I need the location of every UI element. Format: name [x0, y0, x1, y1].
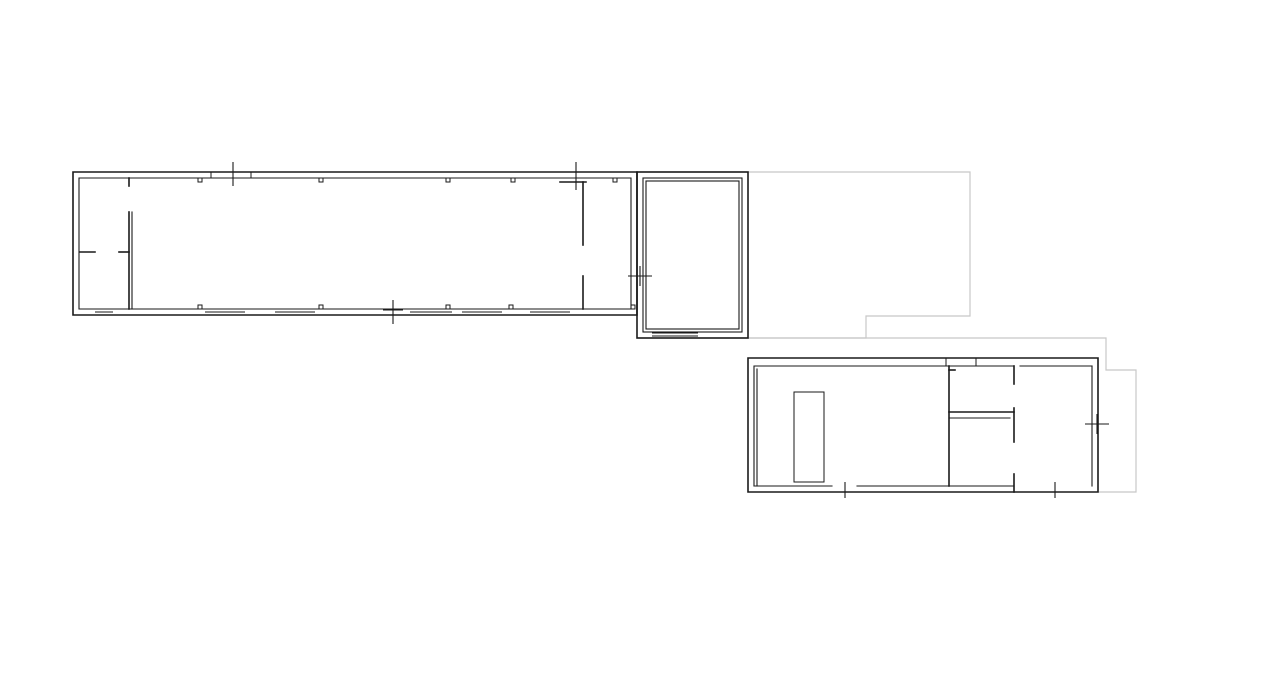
lower-building-outer-wall [747, 357, 1099, 493]
long-building [72, 162, 652, 324]
annex-inner-wall-2 [645, 180, 740, 330]
lower-building [747, 357, 1109, 498]
opening-markers [223, 162, 652, 324]
site-boundary-upper [748, 171, 971, 339]
column-post [508, 304, 514, 310]
lower-opening-markers [844, 414, 1109, 498]
lower-window-top [945, 357, 977, 367]
column-post [445, 177, 451, 183]
annex-inner-wall [642, 177, 743, 333]
column-post [197, 304, 203, 310]
column-post [318, 177, 324, 183]
column-post [612, 177, 618, 183]
column-post [630, 304, 636, 310]
column-post [318, 304, 324, 310]
lower-building-inner-wall [753, 365, 1015, 487]
site-boundary-lower [748, 337, 1137, 493]
annex-outer-wall [636, 171, 749, 339]
annex-building [636, 171, 749, 339]
column-post [197, 177, 203, 183]
long-building-inner-wall [78, 177, 632, 310]
column-post [510, 177, 516, 183]
table-furniture [793, 391, 825, 483]
window-top-1 [210, 171, 252, 179]
long-building-outer-wall [72, 171, 638, 316]
column-post [445, 304, 451, 310]
